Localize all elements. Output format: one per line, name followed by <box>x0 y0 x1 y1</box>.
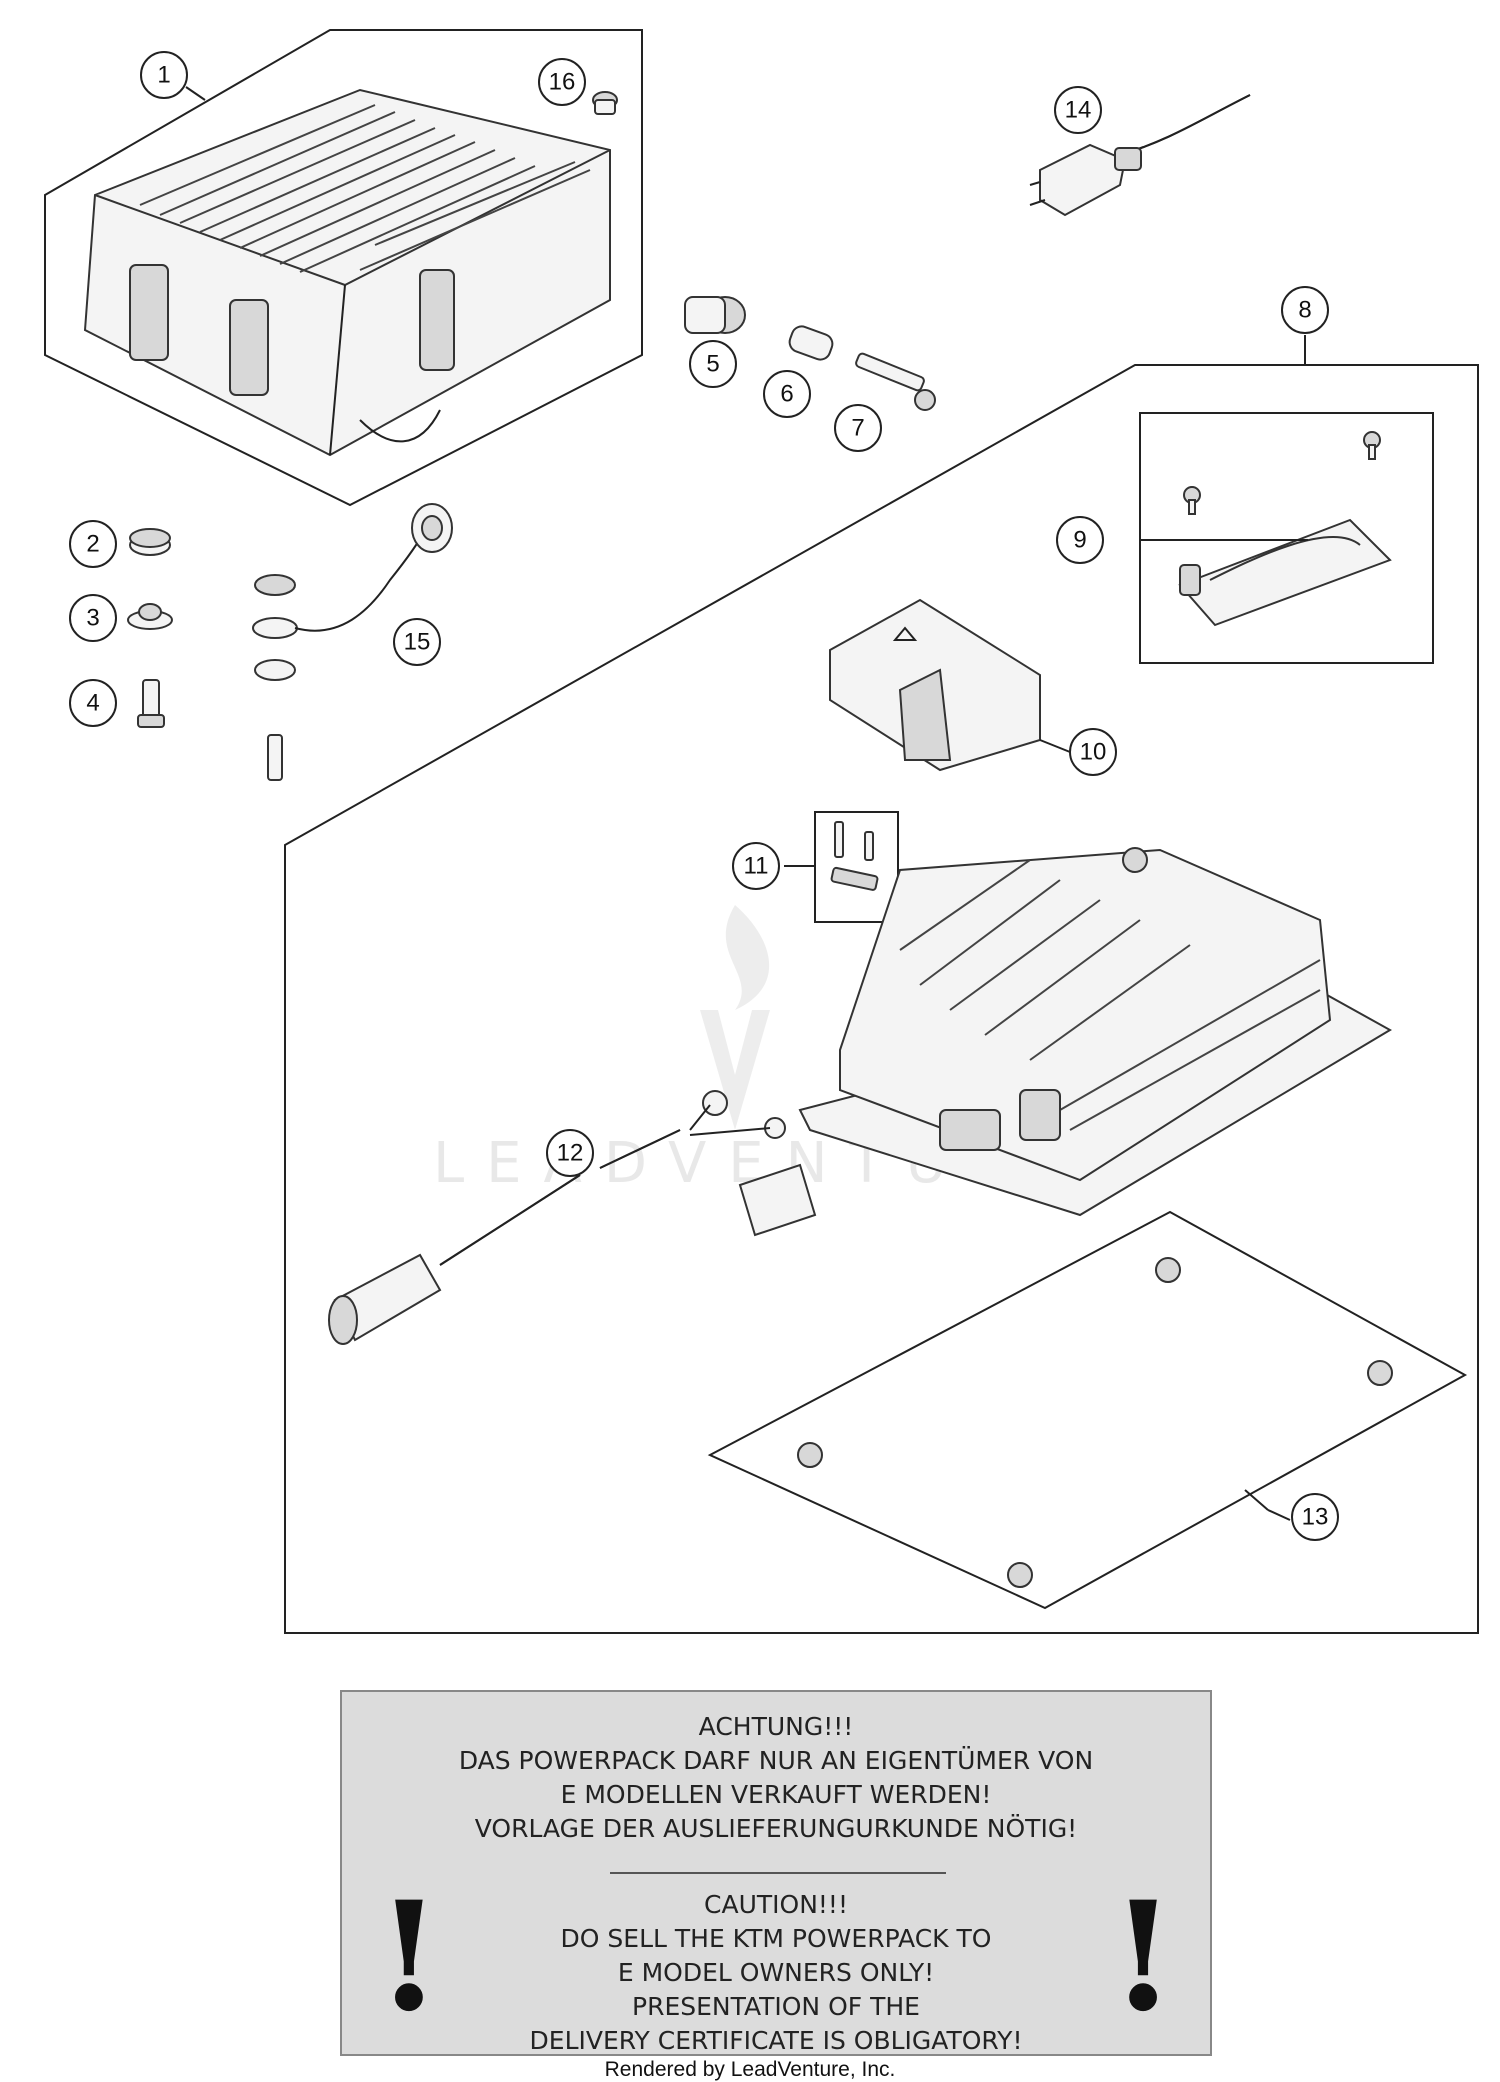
svg-text:7: 7 <box>851 415 864 442</box>
part-8-group-outline <box>284 364 1479 1634</box>
svg-text:14: 14 <box>1065 97 1092 124</box>
callout-15: 15 <box>393 618 441 666</box>
charger-unit <box>798 847 1393 1217</box>
callout-10: 10 <box>1069 728 1117 776</box>
svg-text:8: 8 <box>1298 297 1311 324</box>
warning-english: CAUTION!!! DO SELL THE KTM POWERPACK TO … <box>432 1888 1120 2058</box>
part-2-grommet <box>129 528 171 556</box>
callout-8: 8 <box>1281 286 1329 334</box>
warning-german-line: VORLAGE DER AUSLIEFERUNGURKUNDE NÖTIG! <box>474 1814 1078 1843</box>
part-14-mains-cable <box>1029 94 1251 217</box>
callout-11: 11 <box>732 842 780 890</box>
part-11-frame <box>814 811 899 923</box>
part-6-sleeve <box>788 325 834 361</box>
callout-1: 1 <box>140 51 188 99</box>
callout-7: 7 <box>834 404 882 452</box>
warning-english-line: PRESENTATION OF THE <box>632 1992 920 2021</box>
part-1-powerpack-case <box>44 29 643 507</box>
warning-english-line: DO SELL THE KTM POWERPACK TO <box>560 1924 992 1953</box>
part-10-cover <box>829 598 1041 772</box>
warning-english-line: DELIVERY CERTIFICATE IS OBLIGATORY! <box>529 2026 1023 2055</box>
callout-5: 5 <box>689 340 737 388</box>
part-7-bolt <box>855 352 936 411</box>
warning-panel: ACHTUNG!!! DAS POWERPACK DARF NUR AN EIG… <box>340 1690 1212 2056</box>
callout-9: 9 <box>1056 516 1104 564</box>
warning-divider <box>610 1872 946 1874</box>
svg-text:3: 3 <box>86 605 99 632</box>
part-5-grommet <box>684 296 746 334</box>
warning-german-line: ACHTUNG!!! <box>698 1712 854 1741</box>
part-13-mounting-plate <box>707 1210 1468 1610</box>
callout-2: 2 <box>69 520 117 568</box>
svg-text:12: 12 <box>557 1140 584 1167</box>
svg-text:16: 16 <box>549 69 576 96</box>
svg-text:4: 4 <box>86 690 99 717</box>
callout-14: 14 <box>1054 86 1102 134</box>
svg-text:2: 2 <box>86 531 99 558</box>
exclamation-icon-left: ! <box>376 1869 442 2045</box>
svg-text:10: 10 <box>1080 739 1107 766</box>
callout-6: 6 <box>763 370 811 418</box>
part-9-frame <box>1139 412 1434 664</box>
callout-13: 13 <box>1291 1493 1339 1541</box>
part-16-plug <box>592 91 618 115</box>
part-4-bolt <box>137 679 165 728</box>
warning-german: ACHTUNG!!! DAS POWERPACK DARF NUR AN EIG… <box>432 1710 1120 1846</box>
footer-credit: Rendered by LeadVenture, Inc. <box>604 2058 896 2081</box>
callout-4: 4 <box>69 679 117 727</box>
part-12-cable-harness <box>328 1090 817 1345</box>
svg-text:6: 6 <box>780 381 793 408</box>
part-15-cap-strap <box>252 503 453 781</box>
callout-12: 12 <box>546 1129 594 1177</box>
callout-3: 3 <box>69 594 117 642</box>
warning-german-line: E MODELLEN VERKAUFT WERDEN! <box>560 1780 992 1809</box>
svg-text:13: 13 <box>1302 1504 1329 1531</box>
warning-german-line: DAS POWERPACK DARF NUR AN EIGENTÜMER VON <box>458 1746 1094 1775</box>
svg-text:15: 15 <box>404 629 431 656</box>
part-3-washer <box>127 603 173 630</box>
svg-text:1: 1 <box>157 62 170 89</box>
svg-text:11: 11 <box>744 853 769 880</box>
exclamation-icon-right: ! <box>1110 1869 1176 2045</box>
callout-16: 16 <box>538 58 586 106</box>
svg-text:5: 5 <box>706 351 719 378</box>
part-9-handle <box>1178 431 1392 627</box>
warning-english-line: CAUTION!!! <box>704 1890 848 1919</box>
svg-text:9: 9 <box>1073 527 1086 554</box>
part-11-screws-clip <box>830 821 879 891</box>
warning-english-line: E MODEL OWNERS ONLY! <box>617 1958 935 1987</box>
